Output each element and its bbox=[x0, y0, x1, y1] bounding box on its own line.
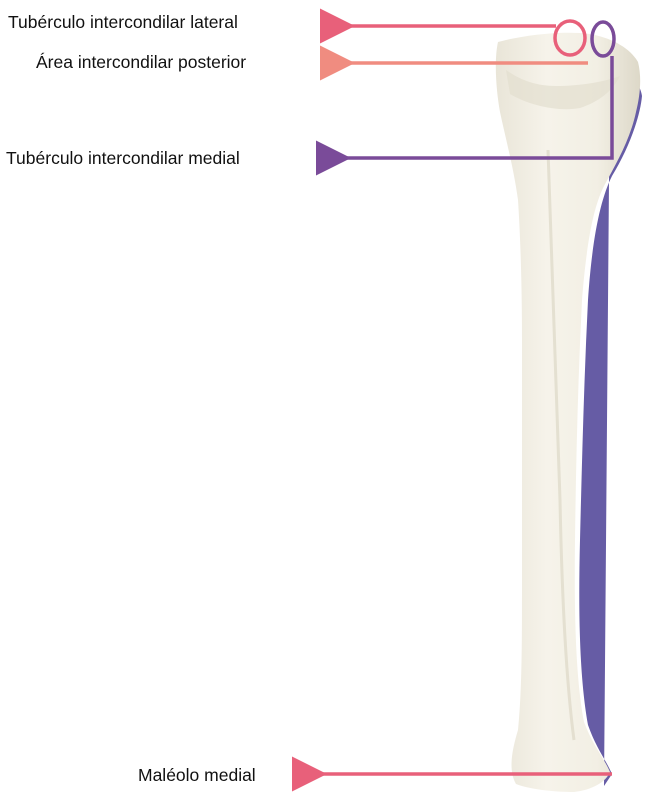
posterior-intercondylar-area-label: Área intercondilar posterior bbox=[36, 54, 246, 72]
lateral-intercondylar-tubercle-label: Tubérculo intercondilar lateral bbox=[8, 14, 238, 32]
tibia-bone bbox=[496, 33, 642, 792]
medial-intercondylar-tubercle-label: Tubérculo intercondilar medial bbox=[6, 150, 240, 168]
medial-malleolus-label: Maléolo medial bbox=[138, 767, 256, 785]
